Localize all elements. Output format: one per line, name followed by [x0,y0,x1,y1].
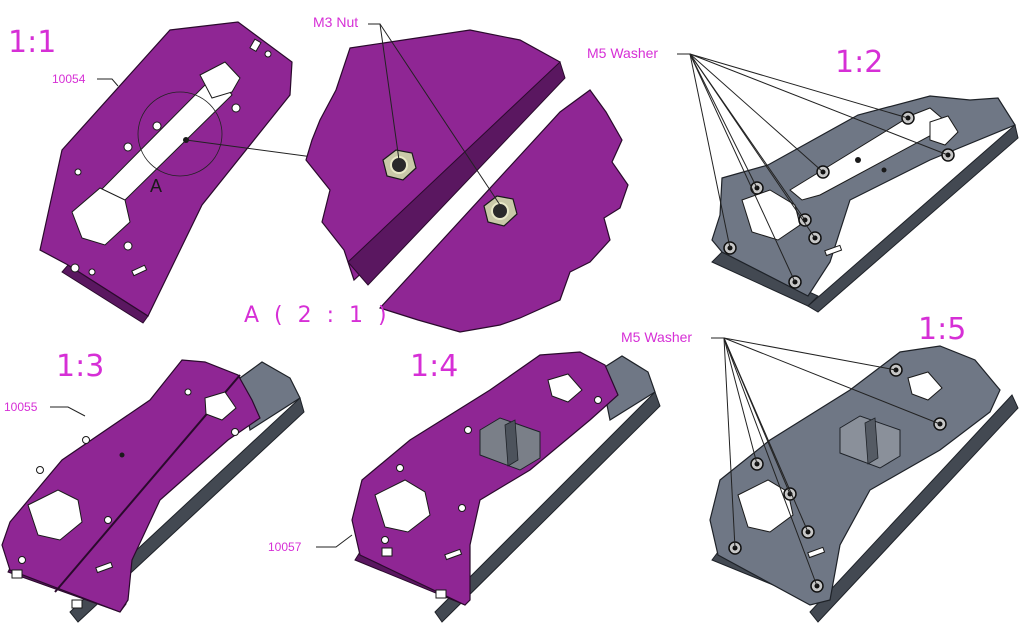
plate-10055 [1,359,261,613]
detail-view-label: A ( 2 : 1 ) [244,303,391,328]
m3-nut-2 [483,195,518,227]
plate-gray-1-2 [711,95,1016,297]
plate-gray-1-5 [709,345,1001,606]
scale-label-1-3: 1:3 [56,349,104,384]
m3-nut-callout: M3 Nut [313,14,358,30]
scale-label-1-1: 1:1 [8,25,56,60]
mounting-bracket-gray [839,415,901,469]
view-1-5 [709,345,1019,623]
part-number-10057: 10057 [268,540,302,554]
view-1-3 [1,359,305,623]
plate-10057 [351,351,619,606]
view-1-4 [351,351,661,623]
washer-leaders-top [677,53,949,283]
detail-marker-a: A [150,176,162,196]
view-1-1 [39,21,293,324]
scale-label-1-2: 1:2 [835,45,883,80]
washer-leaders-bottom [711,337,941,587]
scale-label-1-4: 1:4 [410,349,458,384]
scale-label-1-5: 1:5 [918,312,966,347]
part-number-10055: 10055 [4,400,38,414]
m5-washer-callout-top: M5 Washer [587,45,658,61]
part-number-10054: 10054 [52,72,86,86]
m3-nut-1 [382,149,417,181]
view-1-2 [711,95,1019,313]
mounting-bracket [479,417,541,471]
m5-washer-callout-bottom: M5 Washer [621,329,692,345]
detail-view-a [305,29,629,333]
